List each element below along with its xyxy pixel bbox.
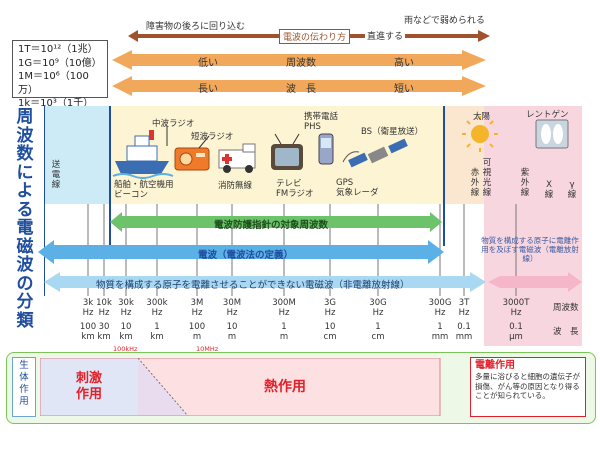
phone-icon <box>318 133 334 165</box>
ambulance-icon <box>218 143 256 173</box>
freq-tick-label: 3k Hz <box>82 298 94 318</box>
xray-icon <box>535 119 569 149</box>
wave-tick-label: 1 cm <box>371 322 385 342</box>
wave-tick-label: 10 km <box>119 322 133 342</box>
unit-legend-box: 1T＝10¹²（1兆） 1G＝10⁹（10億） 1M＝10⁶（100万） 1k＝… <box>12 40 108 109</box>
wave-tick-label: 0.1 μm <box>509 322 523 342</box>
freq-tick-label: 30G Hz <box>369 298 387 318</box>
freq-tick-label: 3T Hz <box>458 298 470 318</box>
unit-line: 1k＝10³（1千） <box>18 98 94 109</box>
ionization-text: 多量に浴びると細胞の遺伝子が損傷、がん等の原因となり得ることが知られている。 <box>475 372 580 400</box>
sun-icon <box>462 116 498 152</box>
visible-label: 可視光線 <box>482 158 492 198</box>
sun-label: 太陽 <box>473 112 491 122</box>
boundary-line <box>44 106 45 296</box>
wave-tick-label: 1 mm <box>431 322 449 342</box>
example-label: テレビ FMラジオ <box>276 179 314 199</box>
boundary-line <box>109 106 111 246</box>
freq-tick-label: 300M Hz <box>272 298 296 318</box>
freq-row-label: 周波数 <box>553 303 579 313</box>
tv-icon <box>271 133 303 170</box>
boundary-line <box>443 106 445 246</box>
freq-tick-label: 10k Hz <box>96 298 112 318</box>
ionizing-label: 物質を構成する原子に電離作用を及ぼす電磁波（電離放射線） <box>481 236 579 263</box>
propagation-label: 電波の伝わり方 <box>279 29 351 44</box>
protection-label: 電波防護指針の対象周波数 <box>214 220 329 231</box>
power-line-label: 送電線 <box>51 160 61 190</box>
low-freq-region <box>44 106 109 204</box>
radar-icon <box>342 151 360 163</box>
protection-band <box>110 212 442 232</box>
radio-law-label: 電波（電波法の定義） <box>198 250 294 261</box>
thermal-area <box>138 358 440 416</box>
infrared-label: 赤外線 <box>470 168 480 198</box>
ionization-title: 電離作用 <box>475 360 515 371</box>
marker-100k: 100kHz <box>113 345 138 353</box>
example-label: 消防無線 <box>218 181 253 191</box>
right-region-icons <box>462 116 569 152</box>
wave-row-label: 波 長 <box>553 327 579 337</box>
stimulation-area <box>40 358 138 416</box>
uv-label: 紫外線 <box>520 168 530 198</box>
wave-label: 波 長 <box>286 84 316 95</box>
radio-icon <box>174 135 210 171</box>
unit-line: 1M＝10⁶（100万） <box>18 71 89 96</box>
wave-tick-label: 100 km <box>79 322 97 342</box>
ionizing-band <box>488 272 582 292</box>
axis-ticks: 3k Hz 100 km 10k Hz 30 km 30k Hz 10 km 300k Hz… <box>0 298 600 342</box>
wave-long-label: 長い <box>198 84 218 95</box>
freq-tick-label: 3000T Hz <box>502 298 530 318</box>
xray-label: レントゲン <box>526 110 569 120</box>
wave-short-label: 短い <box>394 84 414 95</box>
non-ionizing-label: 物質を構成する原子を電離させることができない電磁波（非電離放射線） <box>96 280 410 291</box>
example-icons <box>112 126 408 179</box>
freq-tick-label: 30M Hz <box>222 298 242 318</box>
example-label: GPS 気象レーダ <box>336 178 379 198</box>
freq-high-label: 高い <box>394 58 414 69</box>
satellite-icon <box>348 138 408 168</box>
frequency-arrow <box>112 50 486 70</box>
freq-low-label: 低い <box>198 58 218 69</box>
wave-tick-label: 10 m <box>226 322 238 342</box>
radio-law-band <box>38 240 444 264</box>
wavelength-arrow <box>112 76 486 96</box>
stimulation-label: 刺激 作用 <box>76 371 103 402</box>
example-label: 船舶・航空機用 ビーコン <box>114 180 174 200</box>
freq-label: 周波数 <box>286 58 316 69</box>
rain-label: 雨などで弱められる <box>404 16 485 26</box>
wave-tick-label: 30 km <box>97 322 111 342</box>
light-region <box>444 106 484 204</box>
non-ionizing-band <box>44 272 486 292</box>
wave-tick-label: 1 km <box>150 322 164 342</box>
unit-line: 1G＝10⁹（10億） <box>18 57 102 69</box>
marker-10m: 10MHz <box>196 345 219 353</box>
thermal-label: 熱作用 <box>264 379 306 395</box>
freq-tick-label: 300G Hz <box>428 298 452 318</box>
effects-graphic <box>40 358 441 416</box>
obstacle-label: 障害物の後ろに回り込む <box>146 22 246 32</box>
wave-tick-label: 1 m <box>279 322 289 342</box>
effects-side-box <box>12 357 36 417</box>
biological-effect-label: 生体作用 <box>19 360 29 407</box>
wave-tick-label: 10 cm <box>323 322 337 342</box>
example-label: BS（衛星放送） <box>361 127 424 137</box>
freq-tick-label: 3M Hz <box>190 298 204 318</box>
freq-tick-label: 300k Hz <box>146 298 168 318</box>
wave-tick-label: 100 m <box>188 322 206 342</box>
example-label: 中波ラジオ <box>152 119 195 129</box>
example-label: 短波ラジオ <box>191 132 234 142</box>
example-label: 携帯電話 PHS <box>304 112 339 132</box>
freq-tick-label: 3G Hz <box>324 298 336 318</box>
page-title: 周波数による電磁波の分類 <box>16 107 34 331</box>
straight-label: 直進する <box>365 29 406 42</box>
wave-tick-label: 0.1 mm <box>455 322 473 342</box>
freq-tick-label: 30k Hz <box>118 298 134 318</box>
ionization-box: 電離作用 多量に浴びると細胞の遺伝子が損傷、がん等の原因となり得ることが知られて… <box>470 357 586 417</box>
classification-bands <box>38 204 582 296</box>
ship-icon <box>112 130 174 179</box>
unit-line: 1T＝10¹²（1兆） <box>18 44 98 55</box>
